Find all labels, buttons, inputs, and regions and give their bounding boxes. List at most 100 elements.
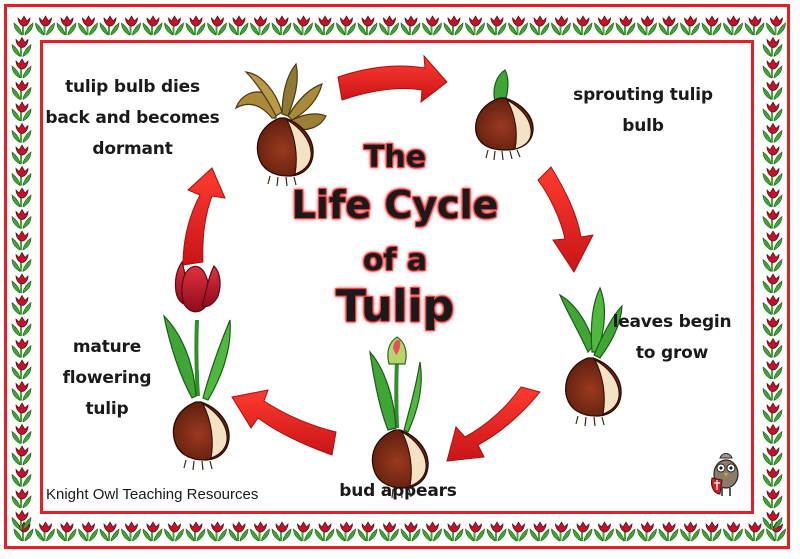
tulip-border-icon [11,251,32,272]
tulip-border-icon [551,521,571,542]
tulip-border-icon [572,521,593,542]
tulip-border-icon [142,15,163,36]
tulip-border-icon [400,521,421,542]
tulip-border-icon [762,165,783,186]
cycle-arrow-icon [446,386,541,462]
tulip-border-icon [11,230,32,251]
flowering-tulip-illustration [163,260,231,471]
tulip-border-icon [762,488,783,509]
title-line-1: The [363,140,427,175]
stage-label-line: back and becomes [45,108,220,128]
stage-label-sprouting: sprouting tulip bulb [548,80,738,142]
tulip-border-icon [11,58,32,79]
tulip-border-icon [357,15,378,36]
tulip-border-icon [164,15,184,36]
tulip-border-icon [486,521,507,542]
tulip-border-icon [762,337,783,358]
tulip-border-icon [551,15,571,36]
stage-label-line: dormant [92,139,173,159]
tulip-border-icon [762,187,783,208]
tulip-border-icon [762,79,783,100]
tulip-border-icon [762,144,783,165]
stage-label-line: leaves begin [612,312,732,332]
tulip-border-icon [701,521,722,542]
cycle-arrow-icon [182,167,226,266]
tulip-border-icon [443,521,464,542]
stage-label-leaves: leaves begin to grow [604,307,740,369]
tulip-border-icon [336,15,356,36]
tulip-border-icon [529,521,550,542]
tulip-border-icon [164,521,184,542]
tulip-border-icon [762,509,783,530]
tulip-border-icon [762,251,783,272]
tulip-border-icon [250,521,270,542]
tulip-border-icon [744,15,765,36]
tulip-border-icon [185,15,206,36]
stage-label-mature: mature flowering tulip [52,332,162,425]
tulip-border-icon [400,15,421,36]
tulip-border-icon [207,15,227,36]
tulip-border-icon [78,521,98,542]
tulip-border-icon [680,15,700,36]
tulip-border-icon [11,359,32,380]
tulip-border-icon [762,294,783,315]
tulip-border-icon [379,15,399,36]
tulip-border-icon [336,521,356,542]
tulip-border-icon [637,15,657,36]
stage-label-line: sprouting tulip [573,85,713,105]
tulip-border-icon [465,15,485,36]
tulip-border-icon [762,273,783,294]
tulip-border-icon [762,58,783,79]
tulip-border-icon [11,101,32,122]
tulip-border-icon [11,509,32,530]
tulip-border-icon [422,15,442,36]
budding-tulip-illustration [369,336,429,499]
tulip-border-icon [185,521,206,542]
tulip-border-icon [762,466,783,487]
tulip-border-icon [11,208,32,229]
tulip-border-icon [11,122,32,143]
stage-label-line: to grow [635,343,709,363]
tulip-border-icon [762,402,783,423]
stage-label-line: tulip bulb dies [65,77,200,97]
title-line-2: Life Cycle [291,183,499,227]
tulip-border-icon [766,15,786,36]
tulip-border-icon [529,15,550,36]
tulip-border-icon [11,144,32,165]
tulip-border-icon [271,15,292,36]
tulip-border-icon [207,521,227,542]
stage-label-line: tulip [85,399,129,419]
tulip-border-icon [723,15,743,36]
tulip-border-icon [250,15,270,36]
tulip-border-icon [594,15,614,36]
tulip-border-icon [762,36,783,57]
tulip-border-icon [121,521,141,542]
tulip-border-icon [11,36,32,57]
tulip-border-icon [762,423,783,444]
tulip-border-icon [11,294,32,315]
knight-owl-logo-icon [711,453,739,496]
tulip-border-icon [744,521,765,542]
tulip-border-icon [615,15,636,36]
tulip-border-icon [508,521,528,542]
tulip-border-icon [11,402,32,423]
tulip-border-icon [228,15,249,36]
tulip-border-icon [11,380,32,401]
tulip-border-icon [762,208,783,229]
tulip-border-icon [99,521,120,542]
tulip-border-icon [594,521,614,542]
tulip-border-icon [293,15,313,36]
tulip-border-icon [121,15,141,36]
tulip-border-icon [508,15,528,36]
tulip-border-icon [762,101,783,122]
tulip-border-icon [486,15,507,36]
tulip-border-icon [11,488,32,509]
tulip-border-icon [314,15,335,36]
dormant-bulb-illustration [234,62,327,187]
tulip-border-icon [762,122,783,143]
tulip-border-icon [99,15,120,36]
tulip-border-icon [13,15,34,36]
tulip-border-icon [11,466,32,487]
tulip-border-icon [11,273,32,294]
